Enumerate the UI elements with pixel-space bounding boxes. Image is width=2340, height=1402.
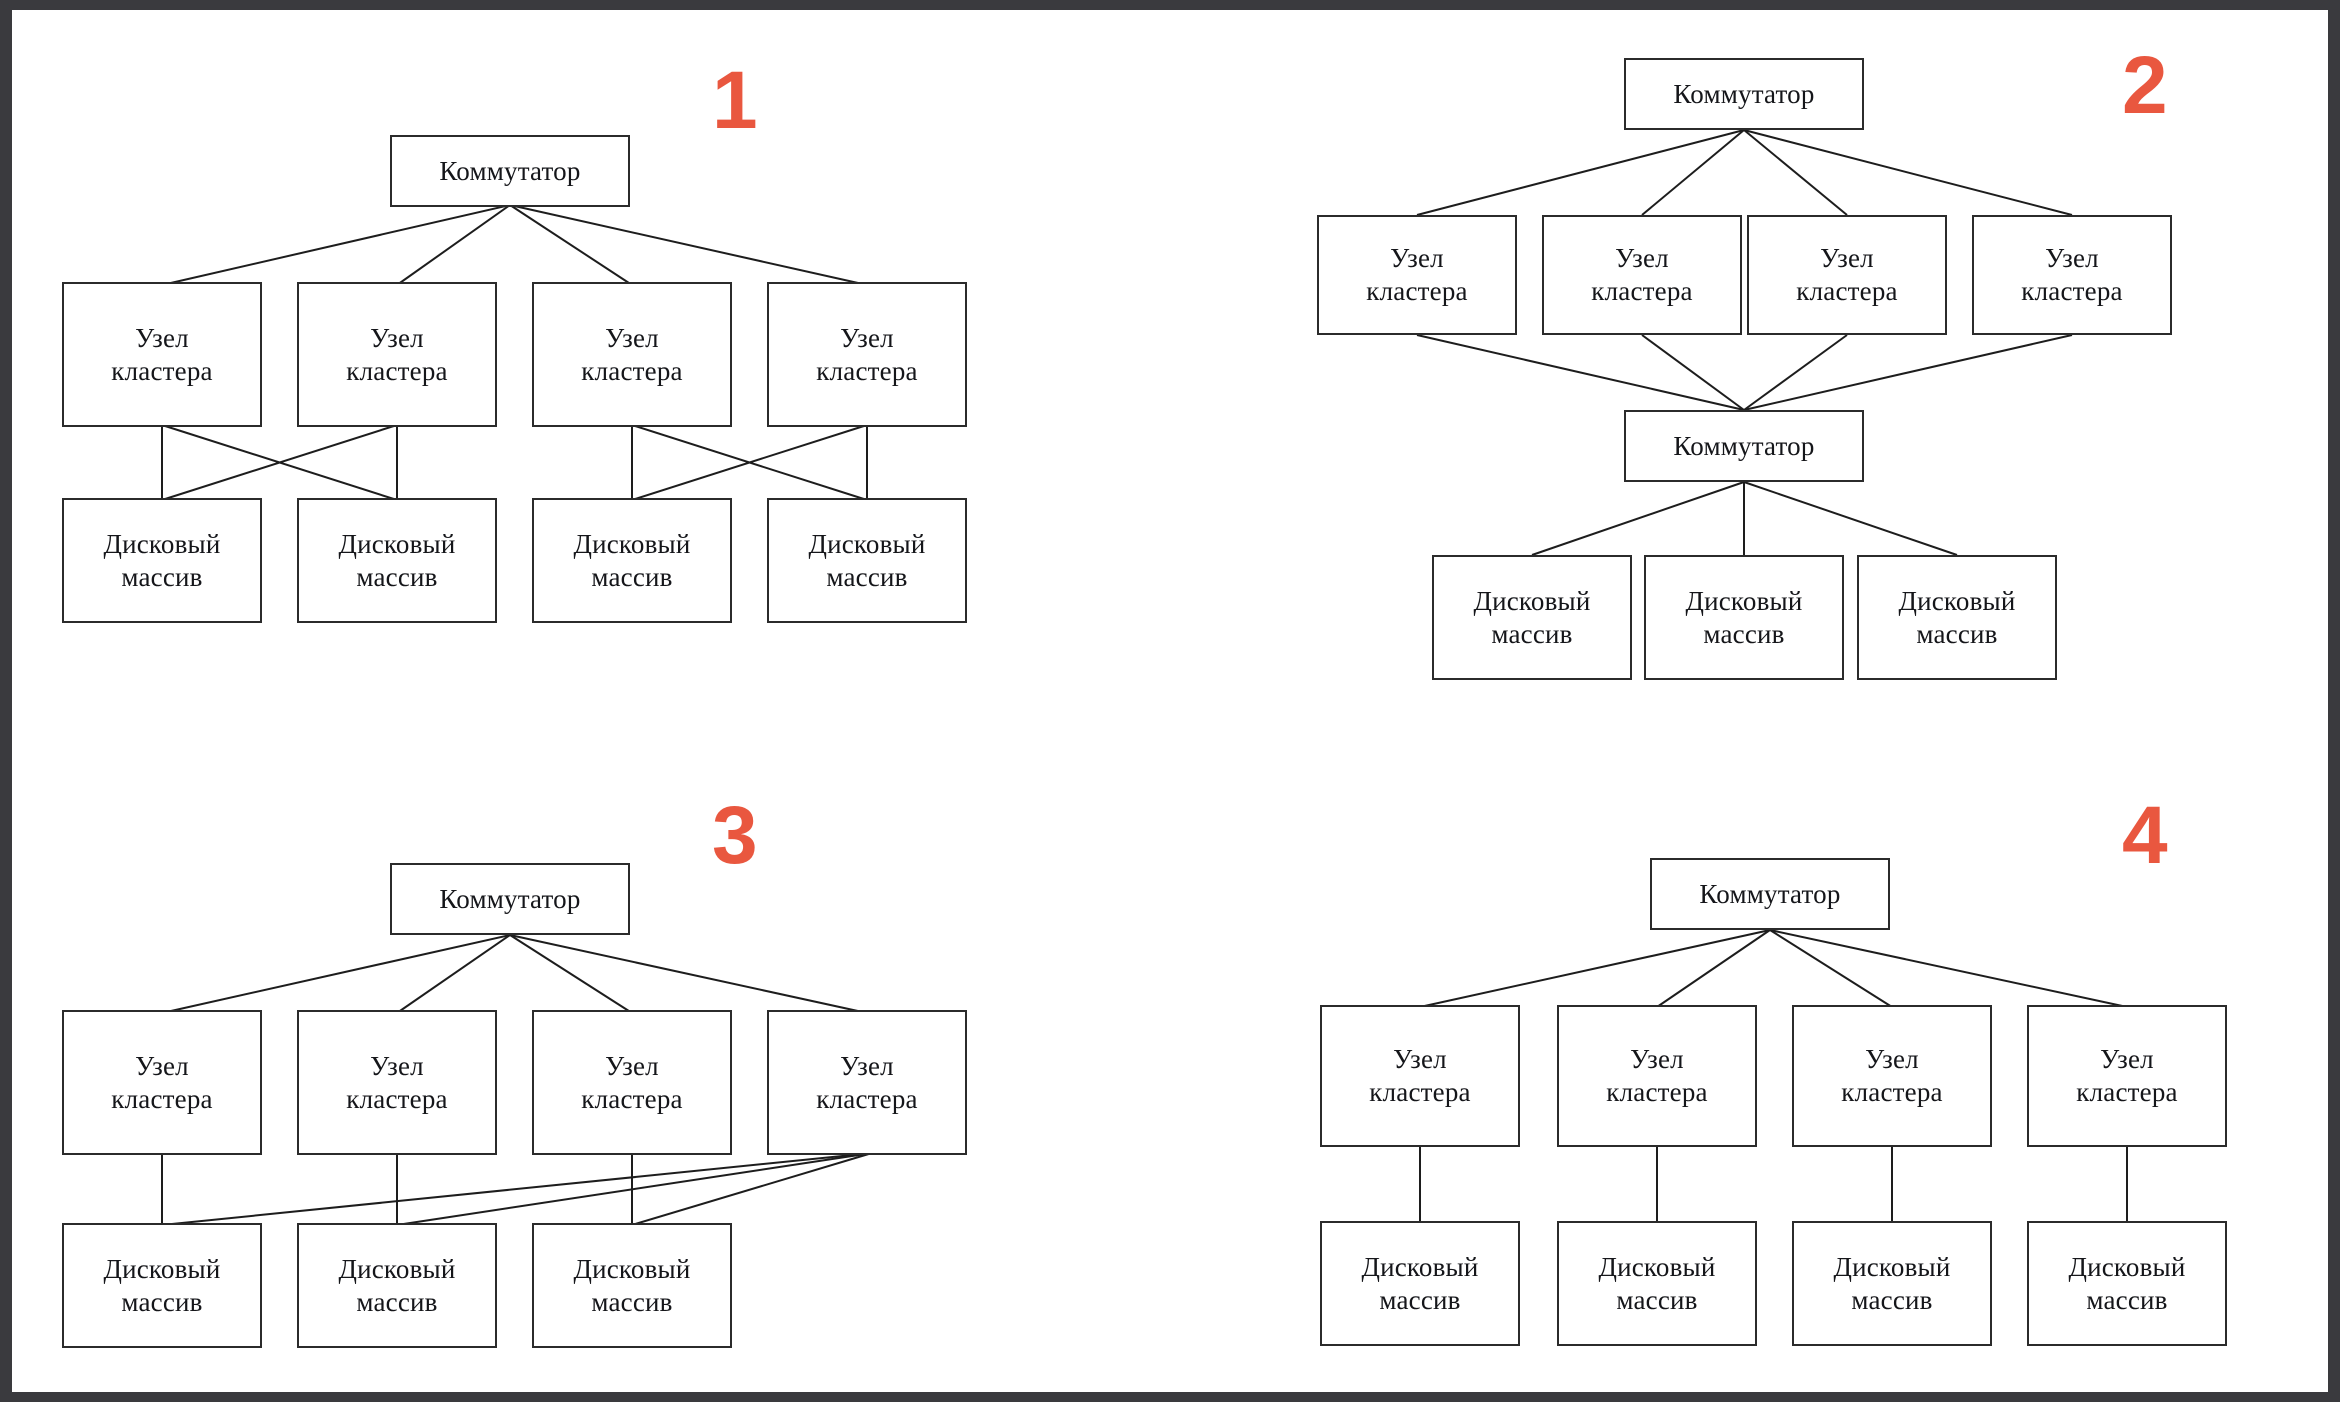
cluster-node-box[interactable]: Узел кластера [297, 1010, 497, 1155]
cluster-node-box[interactable]: Узел кластера [297, 282, 497, 427]
disk-array-box[interactable]: Дисковый массив [2027, 1221, 2227, 1346]
switch-box[interactable]: Коммутатор [1624, 410, 1864, 482]
switch-box[interactable]: Коммутатор [1624, 58, 1864, 130]
diagram-3-number: 3 [712, 790, 758, 881]
cluster-node-box[interactable]: Узел кластера [1747, 215, 1947, 335]
cluster-node-box[interactable]: Узел кластера [1557, 1005, 1757, 1147]
diagram-2: 2 Коммутатор Узел кластера Узел кл [1252, 10, 2312, 730]
disk-array-box[interactable]: Дисковый массив [1432, 555, 1632, 680]
disk-array-box[interactable]: Дисковый массив [1792, 1221, 1992, 1346]
disk-array-box[interactable]: Дисковый массив [1644, 555, 1844, 680]
cluster-node-box[interactable]: Узел кластера [767, 1010, 967, 1155]
disk-array-box[interactable]: Дисковый массив [1557, 1221, 1757, 1346]
cluster-node-box[interactable]: Узел кластера [767, 282, 967, 427]
diagram-4-number: 4 [2122, 790, 2168, 881]
cluster-node-box[interactable]: Узел кластера [1317, 215, 1517, 335]
cluster-node-box[interactable]: Узел кластера [62, 282, 262, 427]
cluster-node-box[interactable]: Узел кластера [62, 1010, 262, 1155]
diagram-1-number: 1 [712, 55, 758, 146]
disk-array-box[interactable]: Дисковый массив [532, 498, 732, 623]
cluster-node-box[interactable]: Узел кластера [1972, 215, 2172, 335]
cluster-node-box[interactable]: Узел кластера [1320, 1005, 1520, 1147]
cluster-node-box[interactable]: Узел кластера [1542, 215, 1742, 335]
disk-array-box[interactable]: Дисковый массив [1857, 555, 2057, 680]
diagram-3: 3 Коммутатор Узел кластера Узел кластера [12, 775, 1112, 1385]
diagram-4-edges [1419, 929, 2128, 1223]
diagram-2-edges [1416, 129, 2073, 556]
diagram-3-edges [161, 934, 873, 1226]
diagram-1-edges [161, 204, 868, 501]
switch-box[interactable]: Коммутатор [390, 135, 630, 207]
switch-box[interactable]: Коммутатор [390, 863, 630, 935]
disk-array-box[interactable]: Дисковый массив [1320, 1221, 1520, 1346]
switch-box[interactable]: Коммутатор [1650, 858, 1890, 930]
diagram-2-number: 2 [2122, 40, 2168, 131]
diagram-1: 1 Коммутатор Узел кластера Узел [12, 10, 1112, 700]
cluster-node-box[interactable]: Узел кластера [532, 282, 732, 427]
disk-array-box[interactable]: Дисковый массив [297, 1223, 497, 1348]
disk-array-box[interactable]: Дисковый массив [62, 1223, 262, 1348]
cluster-node-box[interactable]: Узел кластера [532, 1010, 732, 1155]
diagram-4: 4 Коммутатор Узел кластера Узел кластера… [1252, 775, 2312, 1385]
disk-array-box[interactable]: Дисковый массив [62, 498, 262, 623]
cluster-node-box[interactable]: Узел кластера [1792, 1005, 1992, 1147]
disk-array-box[interactable]: Дисковый массив [297, 498, 497, 623]
disk-array-box[interactable]: Дисковый массив [767, 498, 967, 623]
cluster-node-box[interactable]: Узел кластера [2027, 1005, 2227, 1147]
disk-array-box[interactable]: Дисковый массив [532, 1223, 732, 1348]
diagram-canvas: 1 Коммутатор Узел кластера Узел [12, 10, 2328, 1392]
